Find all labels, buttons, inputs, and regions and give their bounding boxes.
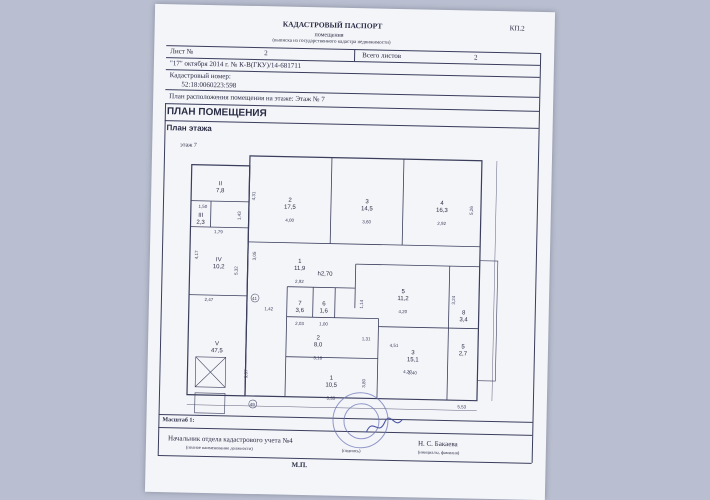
- room-number: 4: [440, 201, 444, 207]
- dimension-d305: 3,05: [252, 251, 257, 260]
- dimension-d324: 3,24: [451, 295, 456, 304]
- room-area: 16,3: [436, 208, 448, 214]
- common-room-area: 2,3: [196, 220, 205, 226]
- common-room-area: 47,5: [211, 348, 223, 354]
- apartment-outline: [244, 155, 483, 402]
- room-number: 8: [462, 310, 466, 316]
- outer-walls: [186, 155, 483, 402]
- dimension-labels: 4,31 5,26 3,05 1,43 1,50 1,79 5,32 4,17 2,47 1,42…: [194, 191, 474, 409]
- room-number: 5: [401, 289, 405, 295]
- interior-walls: [189, 157, 481, 401]
- room-number: 3: [411, 350, 415, 356]
- room-area: 14,5: [361, 206, 373, 212]
- room-area: 3,4: [459, 317, 468, 323]
- room-number: 7: [298, 301, 302, 307]
- elevator-shafts: [194, 356, 227, 414]
- dimension-d142: 1,42: [264, 306, 273, 311]
- balcony: [477, 260, 499, 382]
- official-name: Н. С. Бакаева: [417, 439, 458, 449]
- dimension-d143: 1,43: [237, 211, 242, 220]
- room-dimension: 3,35: [327, 396, 336, 401]
- left-block-outline: [186, 164, 251, 397]
- room-number: 2: [288, 198, 292, 204]
- dimension-d247: 2,47: [205, 297, 214, 302]
- room-area: 8,0: [314, 342, 323, 348]
- signature: [365, 417, 403, 433]
- dimension-d380: 3,80: [361, 378, 366, 387]
- marker-49-circle: [248, 399, 258, 409]
- dimension-d553: 5,53: [457, 404, 466, 409]
- common-room-number: V: [215, 341, 219, 347]
- floor-plan-drawing: 217,54,00314,53,60416,32,92111,92,92511,…: [186, 155, 499, 414]
- dimension-d431: 4,31: [251, 191, 256, 200]
- room-area: 11,9: [294, 266, 306, 272]
- room-dimension: 3,18: [313, 355, 322, 360]
- dimension-d179: 1,79: [214, 229, 223, 234]
- common-room-number: III: [198, 213, 203, 219]
- room-number: 1: [298, 259, 302, 265]
- official-name-note: (инициалы, фамилия): [417, 449, 460, 456]
- seal-place-label: М.П.: [291, 460, 308, 470]
- room-number: 6: [322, 301, 326, 307]
- dimension-d526: 5,26: [469, 206, 474, 215]
- room-dimension: 3,40: [408, 370, 417, 375]
- room-labels: 217,54,00314,53,60416,32,92111,92,92511,…: [284, 198, 468, 401]
- scale-label: Масштаб 1:: [162, 417, 195, 424]
- room-dimension: 3,60: [362, 219, 371, 224]
- ceiling-height-label: h2,70: [317, 271, 333, 277]
- common-room-number: II: [219, 181, 223, 187]
- room-area: 15,1: [407, 357, 419, 363]
- room-dimension: 4,00: [285, 218, 294, 223]
- marker-49: 49: [250, 402, 256, 407]
- room-area: 3,6: [296, 308, 305, 314]
- room-area: 17,5: [284, 205, 296, 211]
- marker-41-circle: [250, 293, 260, 303]
- dimension-d131: 1,31: [362, 336, 371, 341]
- dimension-d150: 1,50: [198, 204, 207, 209]
- dimension-d451: 4,51: [390, 343, 399, 348]
- dimension-lines: [186, 161, 498, 411]
- dimension-d532: 5,32: [233, 266, 238, 275]
- dimension-d420: 4,20: [403, 369, 412, 374]
- common-room-number: IV: [216, 257, 222, 263]
- dimension-d987: 9,87: [243, 369, 248, 378]
- dimension-d114: 1,14: [359, 299, 364, 308]
- room-area: 11,2: [397, 296, 409, 302]
- room-dimension: 2,03: [295, 321, 304, 326]
- room-number: 1: [330, 376, 334, 382]
- room-number: 3: [365, 199, 369, 205]
- marker-41: 41: [252, 296, 258, 301]
- room-dimension: 4,20: [398, 309, 407, 314]
- signature-note: (подпись): [341, 447, 361, 454]
- room-area: 10,5: [325, 383, 337, 389]
- room-dimension: 2,92: [295, 279, 304, 284]
- room-area: 1,6: [320, 308, 329, 314]
- room-area: 2,7: [459, 351, 468, 357]
- common-room-area: 7,8: [216, 188, 225, 194]
- dimension-d417: 4,17: [194, 250, 199, 259]
- room-number: 2: [316, 335, 320, 341]
- passport-sheet: КАДАСТРОВЫЙ ПАСПОРТ КП.2 помещения (выпи…: [144, 3, 556, 500]
- room-number: 5: [461, 344, 465, 350]
- room-dimension: 2,92: [437, 221, 446, 226]
- common-room-area: 10,2: [213, 264, 225, 270]
- room-dimension: 1,00: [319, 321, 328, 326]
